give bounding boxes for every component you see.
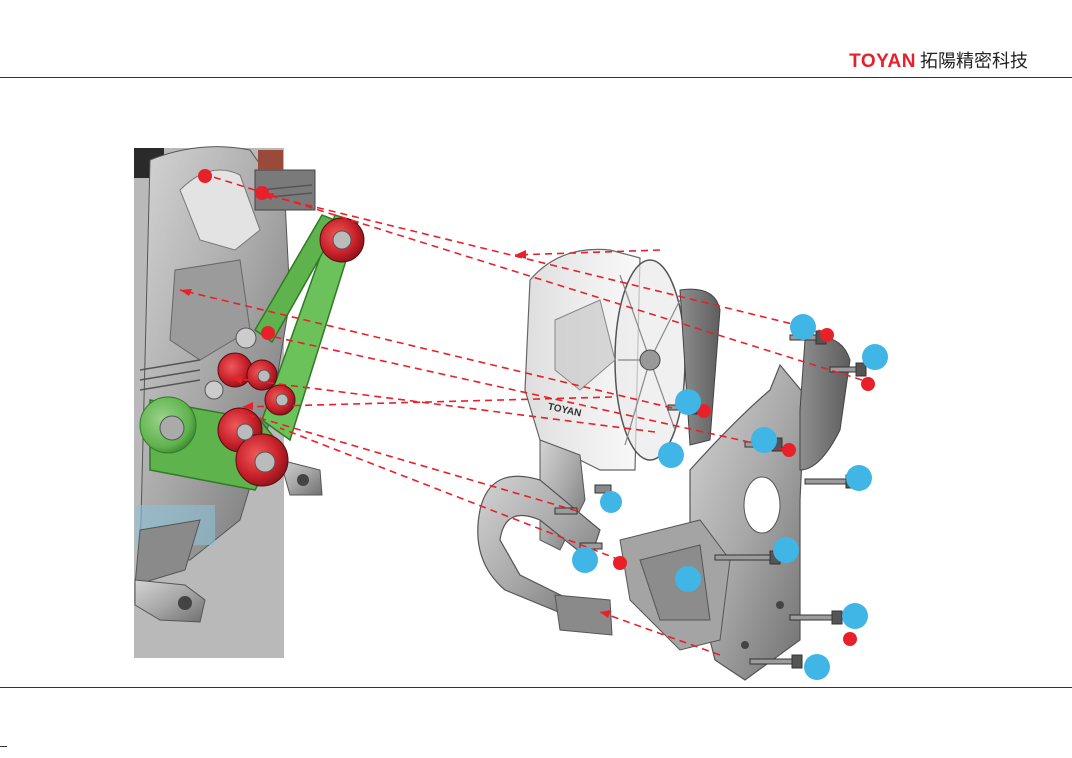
red-marker [198, 169, 212, 183]
red-marker [255, 186, 269, 200]
bolt [555, 508, 577, 514]
red-marker [261, 326, 275, 340]
red-marker [820, 328, 834, 342]
blue-marker [862, 344, 888, 370]
blue-marker [842, 603, 868, 629]
pulley-top [320, 218, 364, 262]
blue-marker [804, 654, 830, 680]
pulley-green-left [140, 397, 196, 453]
blue-marker [773, 537, 799, 563]
blue-marker [846, 465, 872, 491]
blue-marker [790, 314, 816, 340]
blue-marker [751, 427, 777, 453]
blue-marker [600, 491, 622, 513]
red-marker [843, 632, 857, 646]
red-marker [861, 377, 875, 391]
red-marker [782, 443, 796, 457]
blue-marker [675, 389, 701, 415]
red-marker [613, 556, 627, 570]
blue-marker [572, 547, 598, 573]
blue-marker [658, 442, 684, 468]
blue-marker [675, 566, 701, 592]
